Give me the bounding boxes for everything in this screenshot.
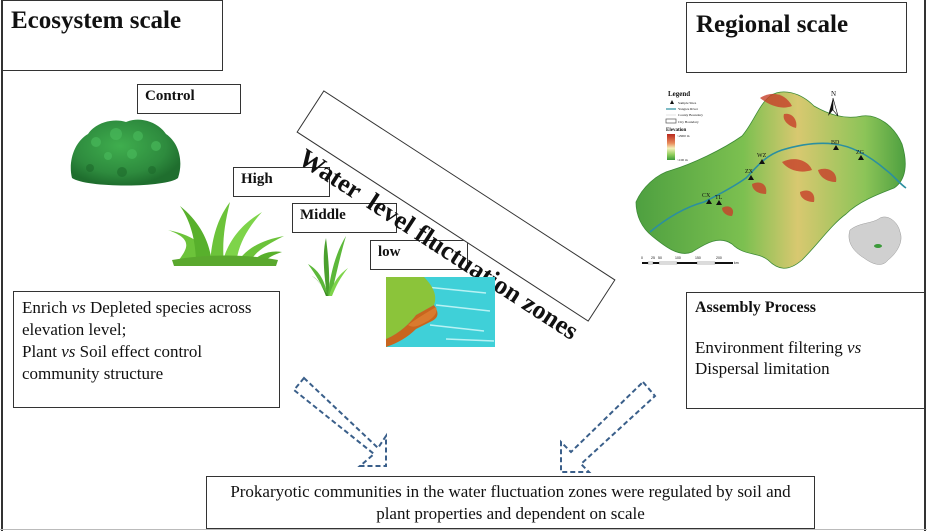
elevation-color-bar xyxy=(667,134,675,160)
region-elevation-map: CX TL ZX WZ BD ZG Legend Sample Sites Ya… xyxy=(635,90,907,269)
finding-2-a: Plant xyxy=(22,342,62,361)
finding-2-vs: vs xyxy=(61,342,76,361)
scale-tick-50: 50 xyxy=(658,256,662,260)
ecosystem-scale-title-box: Ecosystem scale xyxy=(2,0,223,71)
assembly-vs: vs xyxy=(847,338,862,357)
map-highlands xyxy=(722,93,837,216)
assembly-line-b: Dispersal limitation xyxy=(695,359,830,378)
site-marker-zg xyxy=(858,155,864,160)
sample-site-legend-icon xyxy=(670,100,674,104)
site-marker-tl xyxy=(716,200,722,205)
map-scale-bar: 0 25 50 100 150 200 km xyxy=(641,256,739,265)
map-region-shape xyxy=(635,91,906,269)
scale-tick-25: 25 xyxy=(651,256,655,260)
low-label: low xyxy=(378,244,401,260)
regional-scale-title: Regional scale xyxy=(696,11,849,38)
site-label-zx: ZX xyxy=(745,169,754,175)
scale-tick-0: 0 xyxy=(641,256,643,260)
study-area-inset-marker xyxy=(874,244,882,248)
finding-1-a: Enrich xyxy=(22,298,72,317)
control-label-box: Control xyxy=(137,84,241,114)
conclusion-line-2: plant properties and dependent on scale xyxy=(376,504,645,523)
grass-small-icon xyxy=(308,236,348,296)
legend-item-city: City Boundary xyxy=(678,120,699,124)
site-label-bd: BD xyxy=(831,140,840,146)
scale-unit: km xyxy=(734,261,739,265)
assembly-line-a: Environment filtering xyxy=(695,338,848,357)
china-inset-map xyxy=(848,216,902,265)
assembly-process-title: Assembly Process xyxy=(695,299,817,316)
site-marker-zx xyxy=(748,175,754,180)
high-label: High xyxy=(241,171,273,187)
dashed-arrow-right-icon xyxy=(560,380,657,473)
middle-label: Middle xyxy=(300,207,346,223)
scale-tick-200: 200 xyxy=(716,256,722,260)
site-marker-wz xyxy=(759,159,765,164)
elevation-low-label: ~100 m xyxy=(677,158,688,162)
scale-tick-150: 150 xyxy=(695,256,701,260)
legend-item-county: County Boundary xyxy=(678,113,703,117)
site-label-zg: ZG xyxy=(856,150,865,156)
legend-item-river: Yangtze River xyxy=(678,107,699,111)
yangtze-river-line xyxy=(649,142,907,233)
shrub-icon xyxy=(70,119,181,186)
finding-1-b: Depleted species across elevation level; xyxy=(22,298,252,339)
water-bank-icon xyxy=(386,277,495,347)
regional-scale-title-box: Regional scale xyxy=(686,2,907,73)
map-legend: Legend Sample Sites Yangtze River County… xyxy=(665,90,703,162)
site-marker-cx xyxy=(706,199,712,204)
finding-1-vs: vs xyxy=(71,298,86,317)
conclusion-line-1: Prokaryotic communities in the water flu… xyxy=(230,482,791,501)
elevation-high-label: ~2900 m xyxy=(677,134,690,138)
control-label: Control xyxy=(145,88,195,104)
legend-title: Legend xyxy=(668,90,690,98)
left-border xyxy=(1,0,3,531)
site-label-cx: CX xyxy=(702,193,711,199)
bottom-border xyxy=(0,529,927,530)
ecosystem-scale-title: Ecosystem scale xyxy=(11,7,182,34)
elevation-label: Elevation xyxy=(666,128,686,133)
dashed-arrow-left-icon xyxy=(292,376,387,467)
site-label-tl: TL xyxy=(715,195,723,201)
legend-item-sample-sites: Sample Sites xyxy=(678,101,697,105)
site-marker-bd xyxy=(833,145,839,150)
north-arrow-icon: N xyxy=(828,90,839,117)
grass-tuft-large-icon xyxy=(168,202,284,266)
ecosystem-findings-box: Enrich vs Depleted species across elevat… xyxy=(13,291,280,408)
north-label: N xyxy=(831,90,836,98)
site-label-wz: WZ xyxy=(757,153,767,159)
finding-2-b: Soil effect control community structure xyxy=(22,342,203,383)
assembly-process-body: Environment filtering vs Dispersal limit… xyxy=(695,337,916,379)
assembly-process-box: Assembly Process Environment filtering v… xyxy=(686,292,925,409)
scale-tick-100: 100 xyxy=(675,256,681,260)
sample-sites xyxy=(706,145,864,205)
conclusion-box: Prokaryotic communities in the water flu… xyxy=(206,476,815,529)
right-border xyxy=(924,0,926,531)
city-boundary-legend-icon xyxy=(665,118,677,124)
